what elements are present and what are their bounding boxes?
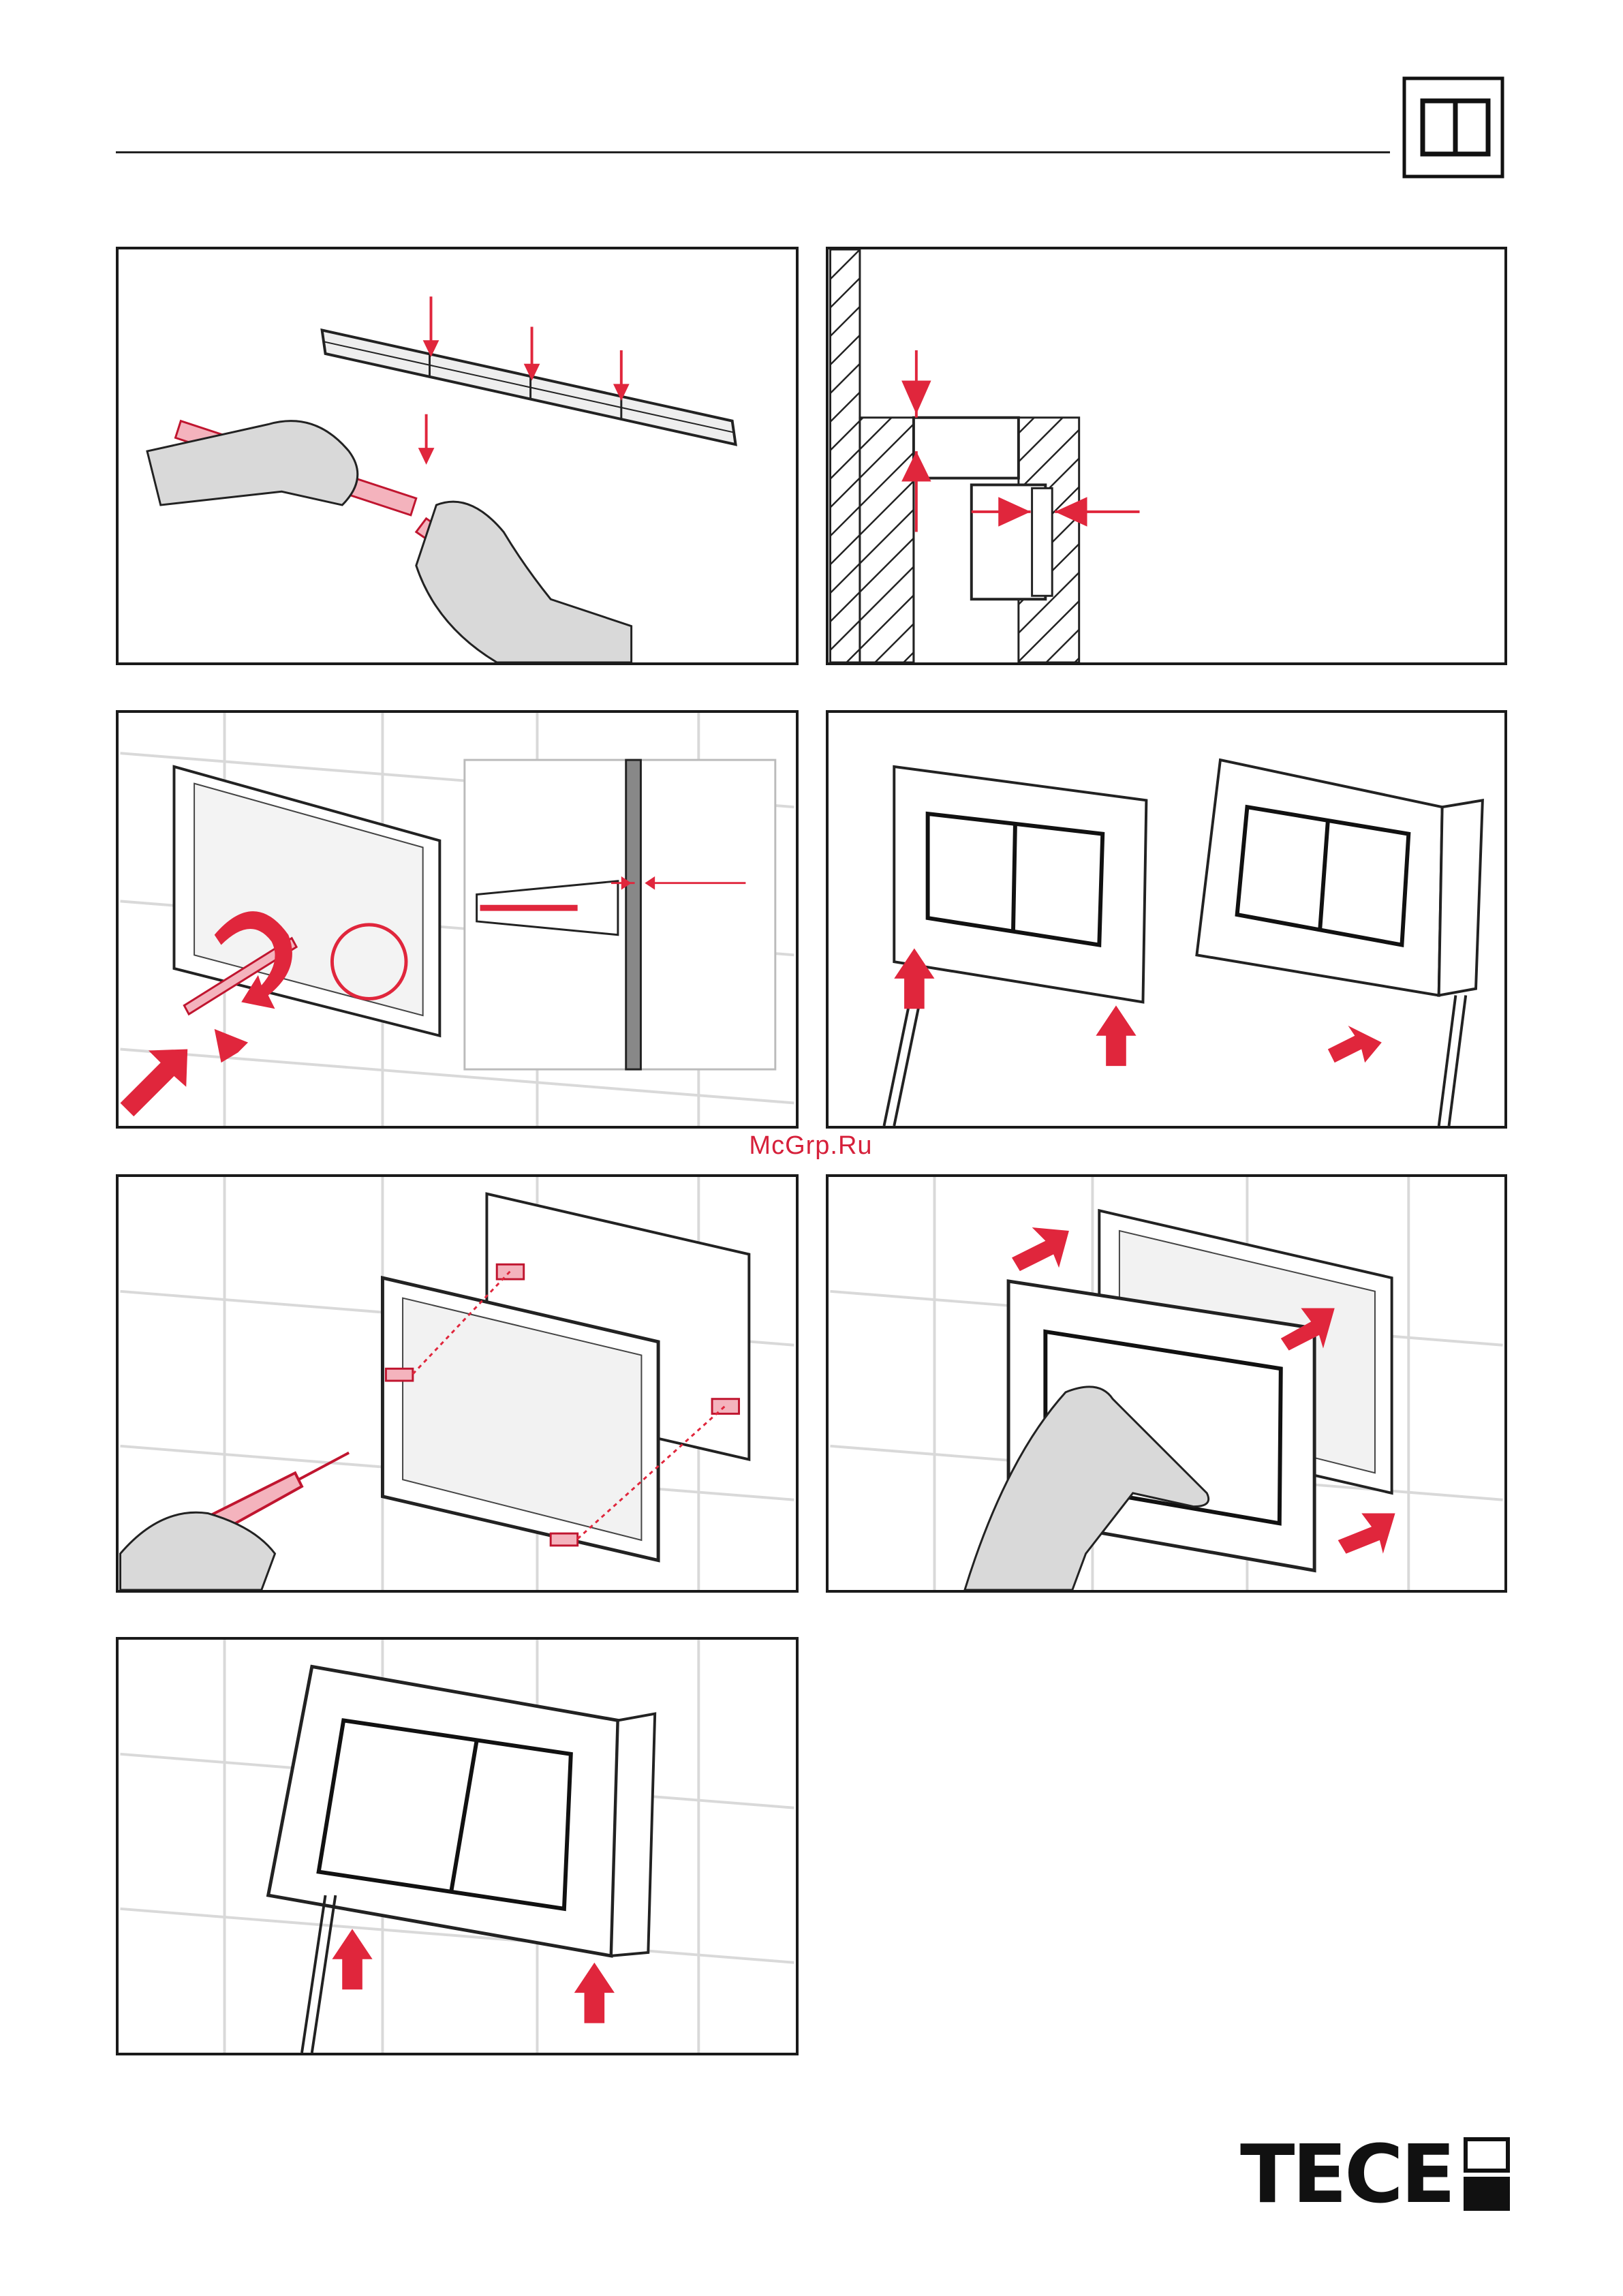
step-cut-frame-strips: [116, 247, 799, 665]
screwdriver-icon: [302, 1895, 335, 2053]
plate-icon: [894, 767, 1146, 1002]
hand-icon: [147, 421, 632, 662]
step-remove-plate: [826, 710, 1507, 1129]
logo-mark-icon: [1464, 2137, 1510, 2211]
logo-text: TECE: [1240, 2133, 1453, 2215]
step-screw-frame: [116, 1174, 799, 1593]
plate-icon: [1196, 760, 1482, 995]
step-mount-plate: [826, 1174, 1507, 1593]
header-rule: [116, 151, 1390, 153]
wall-section-icon: [831, 249, 1079, 662]
screwdriver-icon: [884, 996, 1466, 1126]
frame-icon: [382, 1194, 749, 1561]
plate-icon: [268, 1666, 655, 1955]
hand-icon: [121, 1512, 275, 1590]
flush-plate-icon: [1402, 76, 1504, 179]
step-release-plate: [116, 1637, 799, 2055]
step-trim-bolts: [116, 710, 799, 1129]
frame-strip-icon: [322, 330, 736, 444]
watermark: McGrp.Ru: [709, 1131, 913, 1165]
tece-logo: TECE: [1240, 2133, 1510, 2215]
step-measure-wall-depth: [826, 247, 1507, 665]
